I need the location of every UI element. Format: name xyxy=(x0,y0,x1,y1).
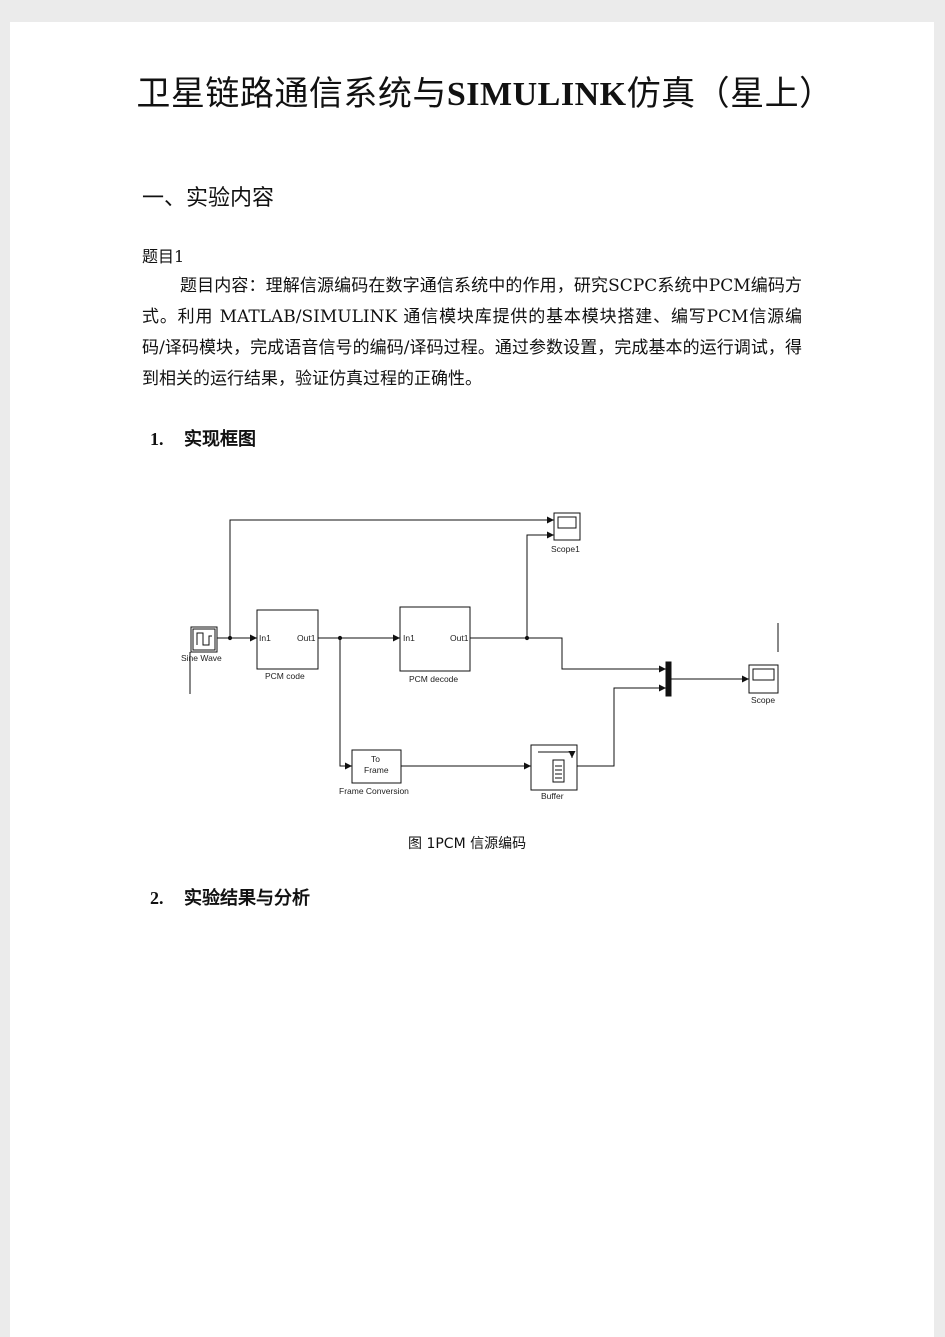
mux-block xyxy=(665,661,672,697)
buffer-block xyxy=(530,744,578,791)
pcm-code-label: PCM code xyxy=(265,671,305,681)
sine-wave-block xyxy=(190,626,218,653)
scope-block xyxy=(748,664,779,694)
sine-wave-label: Sine Wave xyxy=(181,653,222,663)
figure-caption: 图 1PCM 信源编码 xyxy=(408,836,527,852)
subsection-heading-1: 1.实现框图 xyxy=(150,429,256,450)
section-heading: 一、实验内容 xyxy=(142,186,275,211)
document-page xyxy=(10,22,934,1337)
topic-paragraph: 题目内容：理解信源编码在数字通信系统中的作用，研究SCPC系统中PCM编码方式。… xyxy=(142,276,802,389)
scope1-label: Scope1 xyxy=(551,544,580,554)
pcm-decode-out-port: Out1 xyxy=(450,633,469,643)
to-frame-line1: To xyxy=(371,754,380,764)
scope-label: Scope xyxy=(751,695,775,705)
topic-label: 题目1 xyxy=(142,247,185,266)
pcm-code-out-port: Out1 xyxy=(297,633,316,643)
pcm-code-in-port: In1 xyxy=(259,633,271,643)
to-frame-block xyxy=(351,749,402,784)
document-title: 卫星链路通信系统与SIMULINK仿真（星上） xyxy=(136,74,834,114)
pcm-decode-label: PCM decode xyxy=(409,674,458,684)
pcm-decode-in-port: In1 xyxy=(403,633,415,643)
pcm-code-block xyxy=(256,609,319,670)
frame-conversion-label: Frame Conversion xyxy=(339,786,409,796)
buffer-label: Buffer xyxy=(541,791,564,801)
to-frame-line2: Frame xyxy=(364,765,389,775)
subsection-heading-2: 2.实验结果与分析 xyxy=(150,888,310,909)
scope1-block xyxy=(553,512,581,541)
pcm-decode-block xyxy=(399,606,471,672)
